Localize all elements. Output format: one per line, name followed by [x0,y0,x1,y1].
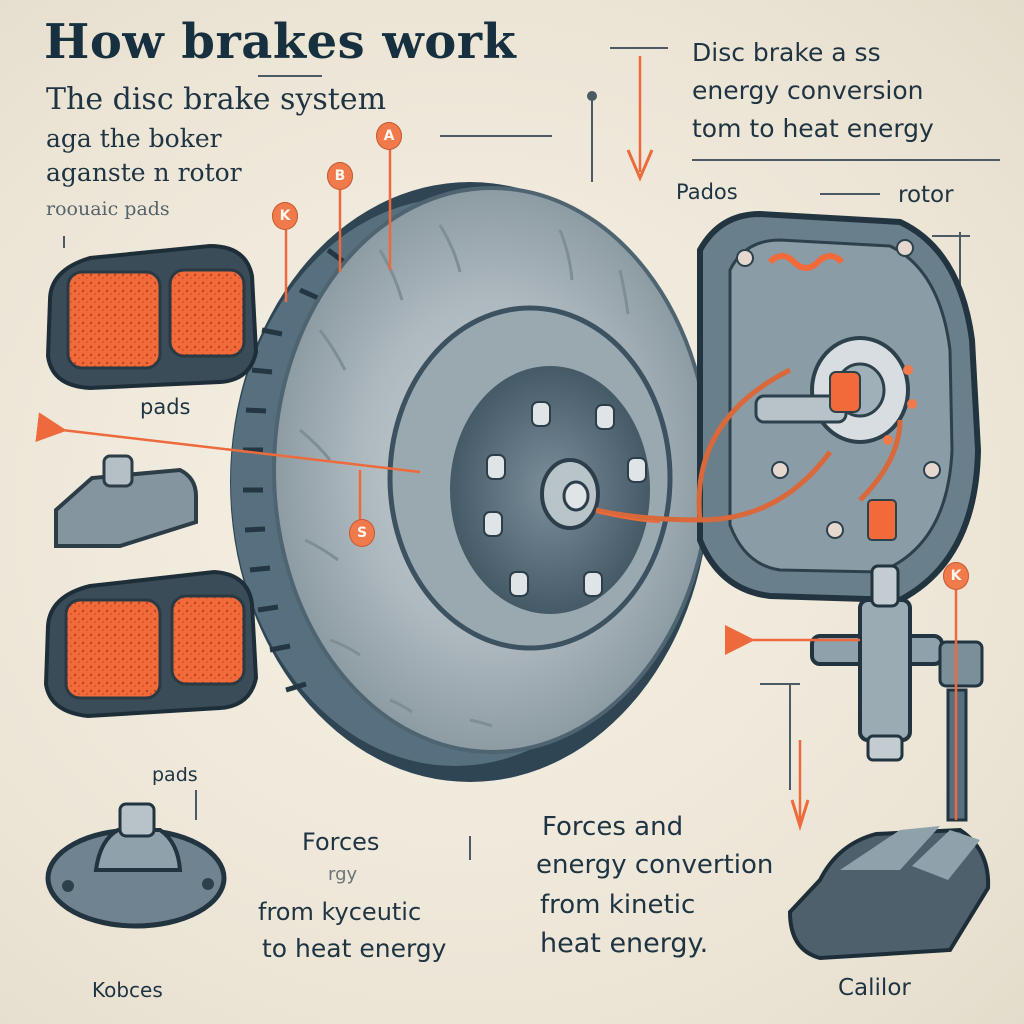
forces-right-line-3: from kinetic [540,890,696,920]
left-text-line-1: aga the boker [46,124,222,153]
callout-badge-d: S [349,519,375,547]
forces-left-line-4: to heat energy [262,934,447,963]
label-pads-lower: pads [152,764,198,786]
brake-booster [45,802,227,929]
forces-right-line-4: heat energy. [540,928,709,959]
label-pads-upper: pads [140,395,191,419]
label-calilor: Calilor [838,975,911,1001]
label-pados: Pados [676,180,738,204]
callout-badge-c: K [272,202,298,230]
forces-left-line-1: Forces [302,828,380,856]
forces-right-line-1: Forces and [542,812,684,842]
label-kobces: Kobces [92,978,163,1002]
forces-left-line-3: from kyceutic [258,898,422,926]
page-title: How brakes work [44,14,517,70]
callout-badge-a: A [376,122,402,150]
right-text-line-1: Disc brake a ss [692,38,881,67]
callout-badge-b: B [327,162,353,190]
decorative-lines [63,47,1000,860]
brake-caliper [595,210,982,604]
forces-left-line-2: rgy [328,864,358,885]
forces-right-line-2: energy convertion [536,850,774,880]
pad-block [54,454,198,548]
brake-pad-lower [43,569,259,719]
brake-pad-bottom-right [787,826,991,961]
callout-badge-e: K [943,562,969,590]
brake-pad-upper [45,243,259,391]
left-text-line-2: aganste n rotor [46,158,242,187]
left-text-line-3: roouaic pads [46,198,170,220]
brake-rotor [230,182,712,782]
right-text-line-3: tom to heat energy [692,114,934,143]
page-subtitle: The disc brake system [46,82,387,117]
force-arrows [35,56,958,826]
label-rotor: rotor [898,182,954,208]
right-text-line-2: energy conversion [692,76,924,105]
